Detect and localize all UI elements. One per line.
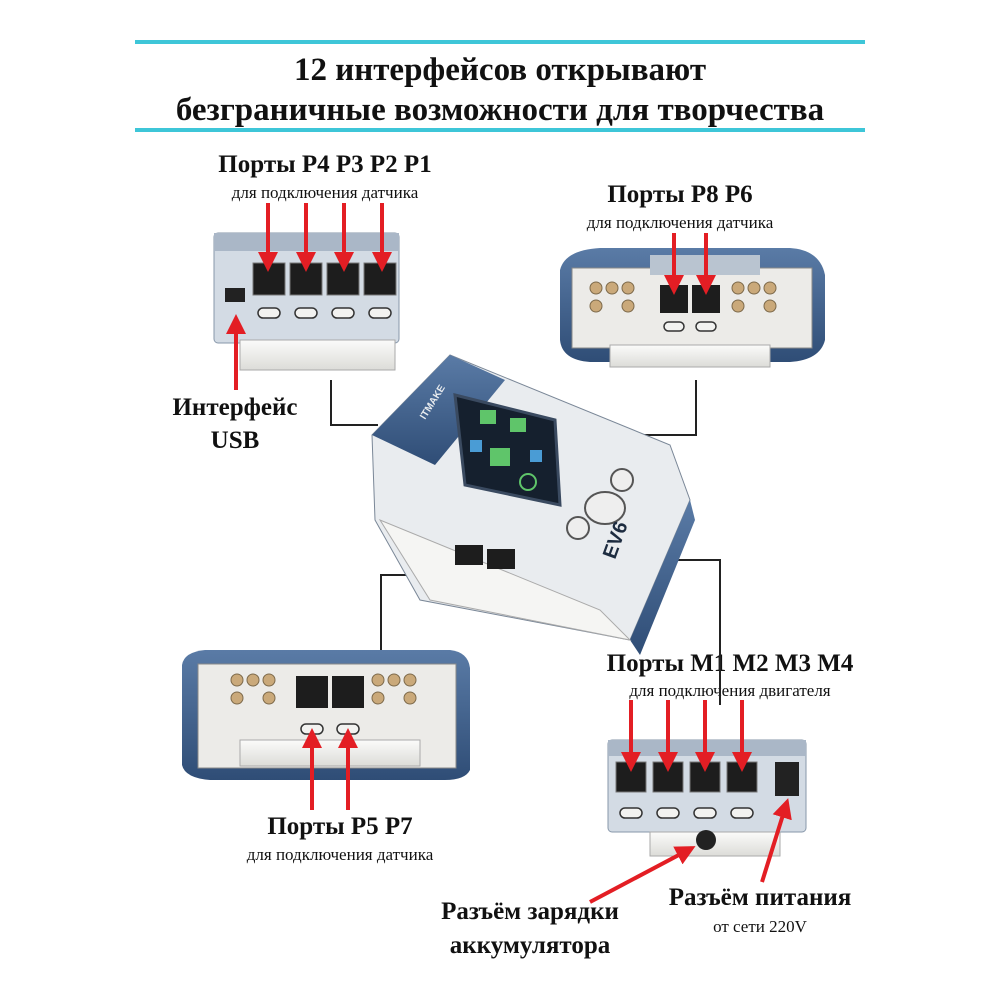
title-line-2: безграничные возможности для творчества — [175, 92, 825, 128]
title-rule-bottom — [135, 128, 865, 132]
title-rule-top — [135, 40, 865, 44]
ev6-center-button — [584, 491, 626, 525]
label-power-line-2: от сети 220V — [713, 917, 807, 936]
label-power-line-1: Разъём питания — [668, 884, 852, 911]
label-charge-line-1: Разъём зарядки — [441, 898, 619, 925]
label-ports-p4-p1-sub: для подключения датчика — [231, 183, 419, 202]
ev6-left-button — [566, 516, 590, 540]
device-top-right — [560, 248, 825, 368]
ev6-right-button — [610, 468, 634, 492]
label-ports-p4-p1: Порты P4 P3 P2 P1 — [218, 151, 432, 178]
label-ports-p8-p6: Порты P8 P6 — [607, 181, 753, 208]
label-charge-line-2: аккумулятора — [449, 932, 611, 959]
label-ports-p5-p7-sub: для подключения датчика — [246, 845, 434, 864]
callout-arrows — [226, 203, 792, 904]
port-p7 — [332, 676, 364, 708]
device-bottom-left — [182, 650, 470, 780]
port-p5 — [296, 676, 328, 708]
label-ports-m1-m4: Порты M1 M2 M3 M4 — [606, 650, 854, 677]
label-ports-m1-m4-sub: для подключения двигателя — [629, 681, 831, 700]
label-usb-line-1: Интерфейс — [172, 394, 298, 421]
label-usb-line-2: USB — [210, 427, 260, 454]
label-ports-p5-p7: Порты P5 P7 — [267, 813, 413, 840]
label-ports-p8-p6-sub: для подключения датчика — [586, 213, 774, 232]
charge-socket — [696, 830, 716, 850]
title-line-1: 12 интерфейсов открывают — [293, 52, 707, 88]
usb-port — [225, 288, 245, 302]
power-socket — [775, 762, 799, 796]
device-center-ev6: EV6 ITMAKE — [371, 354, 695, 655]
